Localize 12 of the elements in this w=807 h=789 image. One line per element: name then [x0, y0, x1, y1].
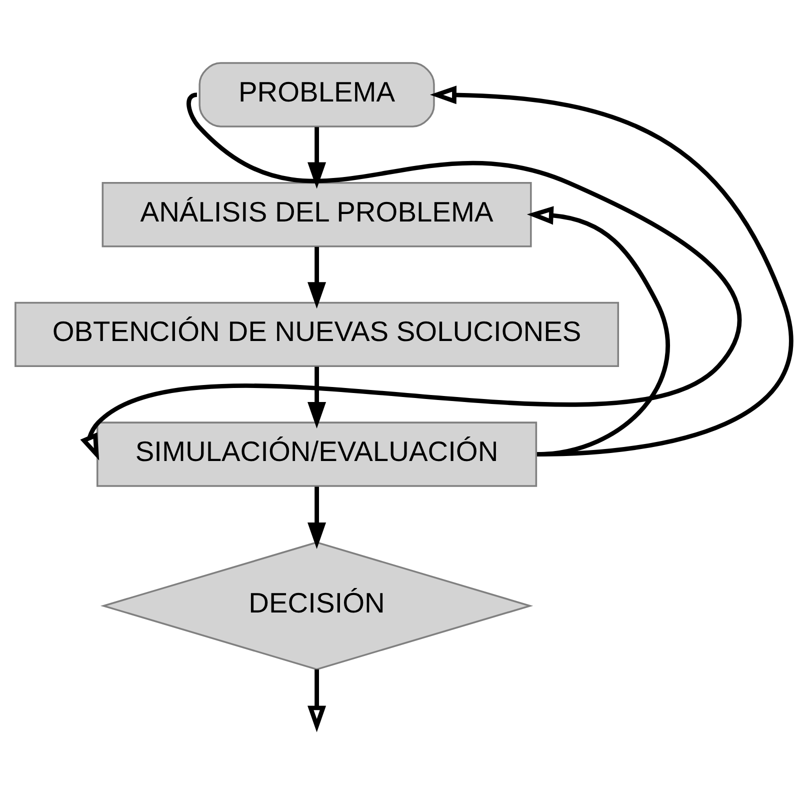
- arrow: [308, 366, 326, 428]
- node-box: SIMULACIÓN/EVALUACIÓN: [96, 421, 538, 486]
- arrow: [308, 668, 326, 732]
- arrow: [526, 206, 670, 456]
- node-box: ANÁLISIS DEL PROBLEMA: [102, 182, 532, 247]
- arrow: [308, 486, 326, 548]
- arrow: [308, 126, 326, 188]
- node-diamond: DECISIÓN: [100, 540, 534, 670]
- node-box: PROBLEMA: [198, 62, 435, 127]
- arrow: [308, 246, 326, 308]
- arrow: [430, 85, 793, 456]
- node-box: OBTENCIÓN DE NUEVAS SOLUCIONES: [14, 301, 620, 367]
